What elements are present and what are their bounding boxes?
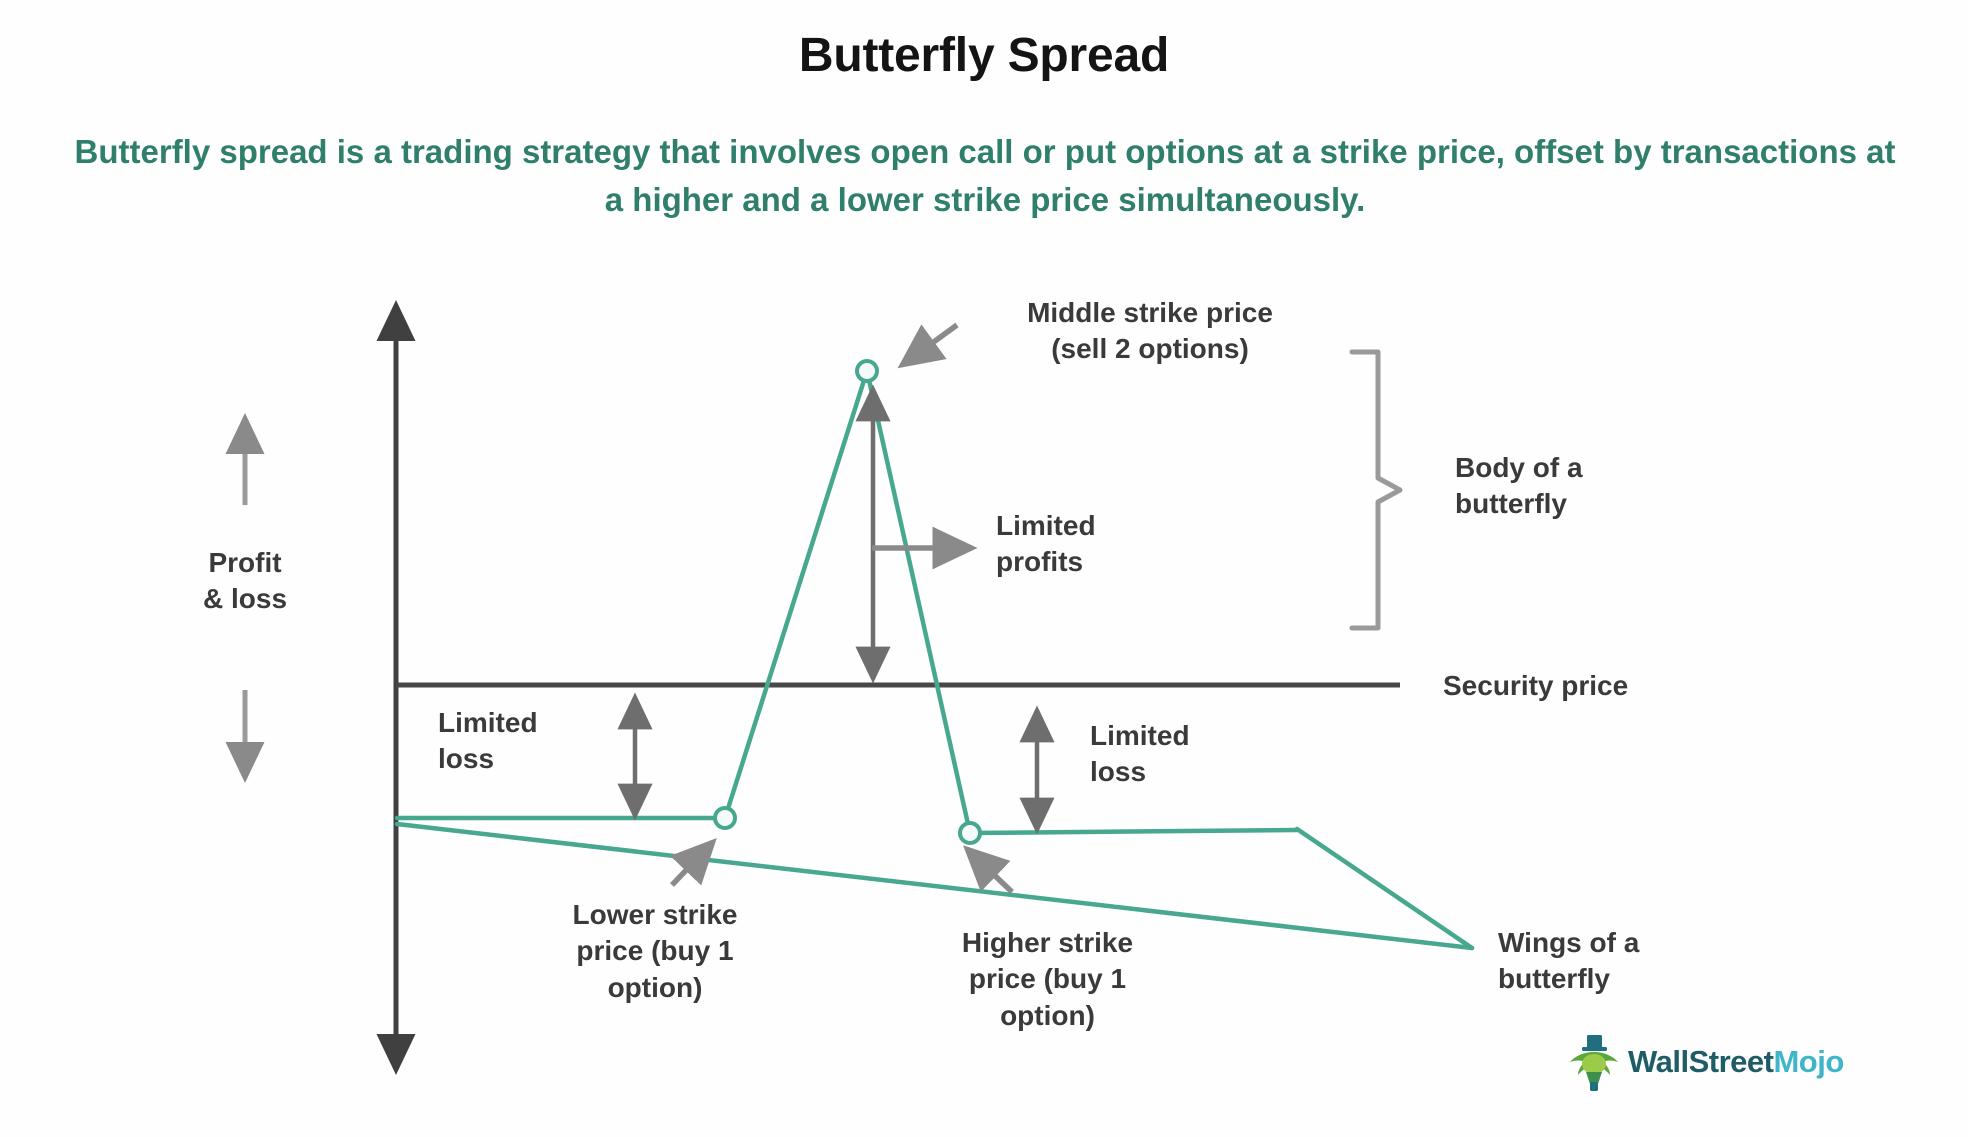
middle-strike-pointer-arrow-icon xyxy=(897,322,959,369)
lower-strike-pointer-arrow-icon xyxy=(670,838,717,887)
wallstreetmojo-logo: WallStreetMojo xyxy=(1568,1032,1844,1092)
higher-strike-marker xyxy=(958,821,982,845)
logo-wordmark-part1: WallStreet xyxy=(1628,1044,1774,1079)
limited-loss-left-label: Limited loss xyxy=(438,707,538,775)
logo-wordmark-part2: Mojo xyxy=(1773,1044,1844,1079)
page-subtitle: Butterfly spread is a trading strategy t… xyxy=(74,133,1896,218)
body-bracket-icon xyxy=(1349,349,1403,631)
body-of-butterfly-label: Body of a butterfly xyxy=(1455,452,1583,520)
lower-strike-label: Lower strike price (buy 1 option) xyxy=(572,899,738,1003)
lower-strike-marker xyxy=(713,806,737,830)
limited-profits-label: Limited profits xyxy=(996,510,1096,578)
page-title: Butterfly Spread xyxy=(798,29,1170,82)
wings-of-butterfly-label: Wings of a butterfly xyxy=(1498,927,1640,995)
middle-strike-marker xyxy=(855,359,879,383)
x-axis-label: Security price xyxy=(1443,670,1629,701)
logo-wordmark: WallStreetMojo xyxy=(1628,1044,1844,1080)
middle-strike-label: Middle strike price (sell 2 options) xyxy=(1027,297,1273,365)
higher-strike-pointer-arrow-icon xyxy=(963,845,1014,894)
higher-strike-label: Higher strike price (buy 1 option) xyxy=(961,927,1134,1031)
y-axis-label: Profit & loss xyxy=(202,547,288,615)
bull-mascot-icon xyxy=(1570,1035,1618,1091)
limited-loss-right-label: Limited loss xyxy=(1090,720,1190,788)
wings-pointer-upper-line xyxy=(1294,826,1475,951)
wings-pointer-lower-line xyxy=(394,821,1475,951)
